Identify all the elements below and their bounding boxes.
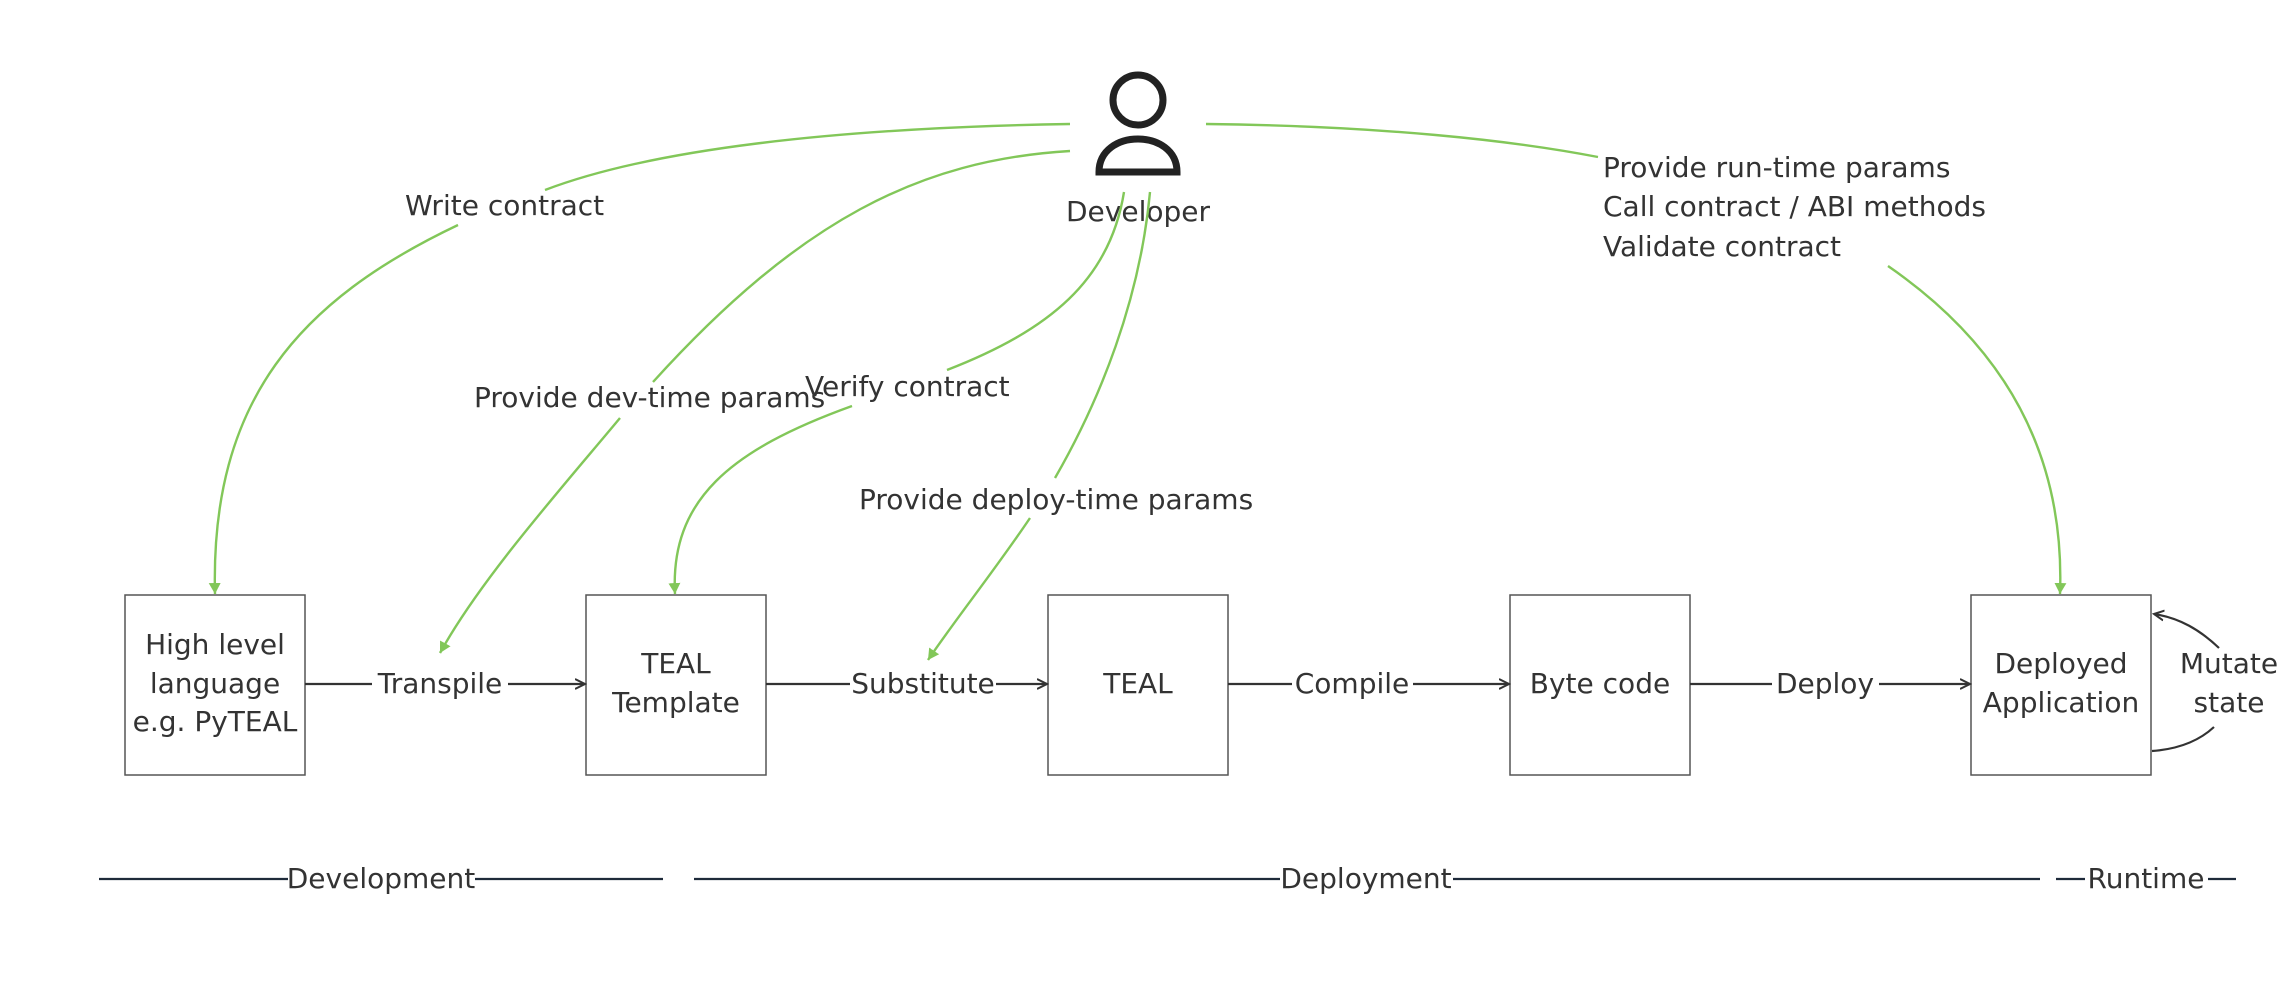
box-hll-line-2: language <box>150 667 280 700</box>
phase-deployment-label: Deployment <box>1280 862 1451 895</box>
phase-development-label: Development <box>287 862 476 895</box>
label-runtime-line-1: Provide run-time params <box>1603 151 1950 184</box>
developer-icon <box>1095 71 1181 176</box>
box-teal-template <box>585 594 767 776</box>
box-high-level-language <box>124 594 306 776</box>
label-runtime-line-3: Validate contract <box>1603 230 1841 263</box>
label-write-contract: Write contract <box>405 189 604 222</box>
box-byte-code-line-1: Byte code <box>1530 667 1670 700</box>
box-deployed-line-2: Application <box>1983 686 2139 719</box>
edge-write-contract-tail <box>208 223 459 595</box>
box-deployed-application <box>1970 594 2152 776</box>
box-hll-line-3: e.g. PyTEAL <box>133 705 298 738</box>
box-teal-template-line-2: Template <box>611 686 740 719</box>
edge-dev-time-params <box>652 149 1071 383</box>
phase-runtime-label: Runtime <box>2088 862 2205 895</box>
edge-deploy-time-params-tail <box>927 517 1031 661</box>
label-deploy-time-params: Provide deploy-time params <box>859 483 1253 516</box>
edge-runtime <box>1205 122 1599 159</box>
edge-write-contract <box>544 122 1071 192</box>
flow-compile-label: Compile <box>1295 667 1410 700</box>
self-loop-label-line-1: Mutate <box>2180 647 2278 680</box>
box-hll-line-1: High level <box>145 628 285 661</box>
label-verify-contract: Verify contract <box>805 370 1010 403</box>
self-loop-arrow-bottom <box>2151 726 2215 753</box>
self-loop-label-line-2: state <box>2194 686 2265 719</box>
flow-transpile-label: Transpile <box>377 667 503 700</box>
edge-verify-contract-tail <box>668 404 853 595</box>
edge-deploy-time-params <box>1053 191 1152 479</box>
box-teal-template-line-1: TEAL <box>640 647 711 680</box>
box-deployed-line-1: Deployed <box>1994 647 2127 680</box>
label-runtime-line-2: Call contract / ABI methods <box>1603 190 1986 223</box>
edge-dev-time-params-tail <box>438 417 621 654</box>
flow-deploy-label: Deploy <box>1776 667 1874 700</box>
box-teal-line-1: TEAL <box>1102 667 1173 700</box>
flow-substitute-label: Substitute <box>851 667 995 700</box>
label-dev-time-params: Provide dev-time params <box>474 381 825 414</box>
edge-runtime-tail <box>1887 265 2067 595</box>
edge-verify-contract <box>946 191 1126 372</box>
developer-label: Developer <box>1066 195 1210 228</box>
self-loop-arrow-top <box>2154 614 2220 649</box>
box-teal <box>1047 594 1229 776</box>
